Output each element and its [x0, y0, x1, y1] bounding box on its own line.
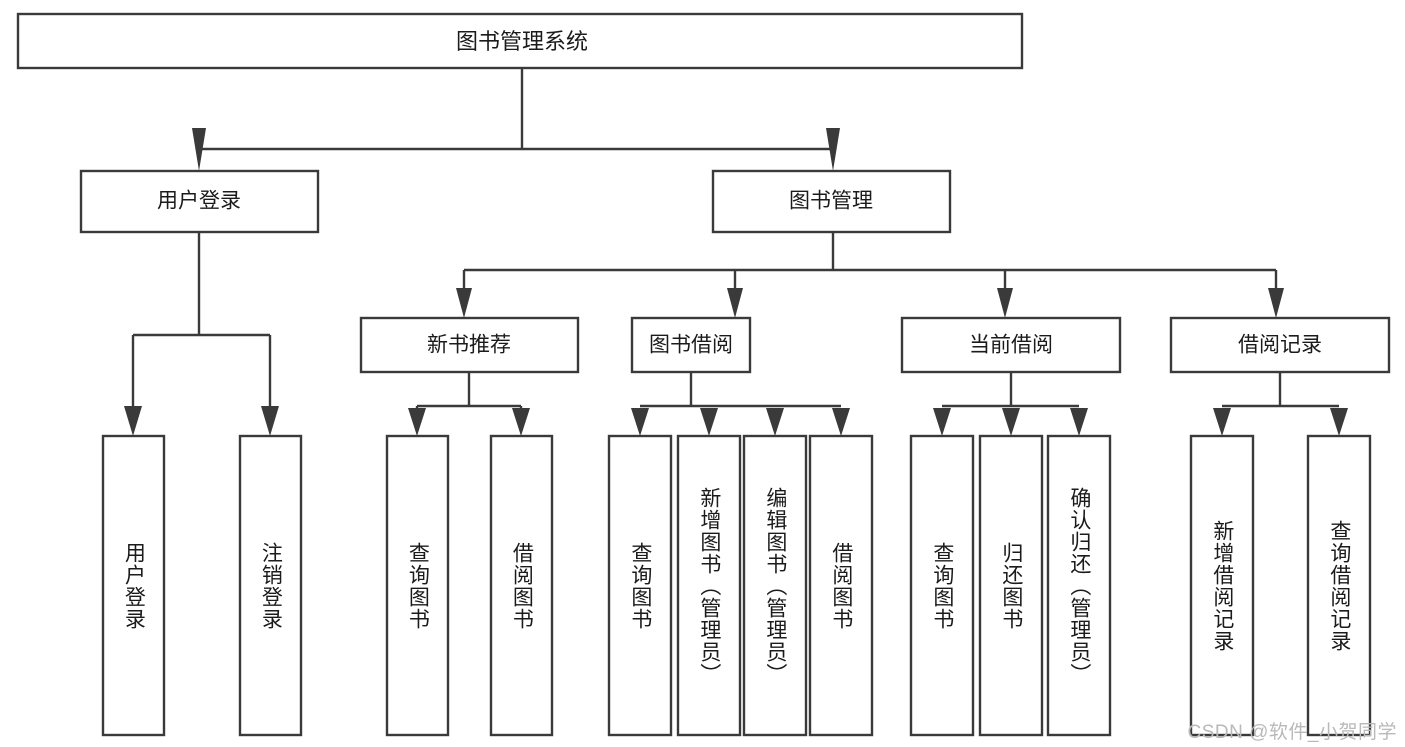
- arrow-head-leaf-query-book-1: [408, 408, 426, 436]
- arrow-head-leaf-query-record: [1330, 408, 1348, 436]
- node-root[interactable]: [16, 12, 1024, 70]
- node-book-borrow-label: 图书借阅: [649, 334, 733, 357]
- node-leaf-query-book-1[interactable]: [385, 434, 450, 737]
- node-leaf-edit-book[interactable]: [742, 434, 808, 737]
- node-new-book-recommend-label: 新书推荐: [427, 334, 511, 357]
- node-book-manage-label: 图书管理: [789, 190, 873, 213]
- arrow-head-leaf-user-login: [124, 406, 142, 436]
- arrow-head-book-manage: [826, 128, 840, 171]
- node-current-borrow-label: 当前借阅: [969, 334, 1053, 357]
- arrow-head-user-login: [192, 128, 206, 171]
- node-borrow-record[interactable]: [1169, 316, 1391, 374]
- node-leaf-borrow-book-1[interactable]: [489, 434, 554, 737]
- arrow-head-current-borrow: [997, 288, 1013, 318]
- node-book-manage[interactable]: [711, 169, 952, 234]
- node-leaf-borrow-book-2[interactable]: [808, 434, 874, 737]
- arrow-head-new-book-recommend: [456, 288, 472, 318]
- node-current-borrow[interactable]: [900, 316, 1122, 374]
- node-leaf-add-book[interactable]: [676, 434, 742, 737]
- node-borrow-record-label: 借阅记录: [1238, 334, 1322, 357]
- watermark: CSDN @软件_小贺同学: [1187, 722, 1397, 743]
- arrow-head-leaf-query-book-3: [933, 408, 951, 436]
- node-root-label: 图书管理系统: [456, 29, 588, 54]
- node-leaf-user-login[interactable]: [101, 434, 166, 737]
- arrow-head-leaf-borrow-book-2: [832, 408, 850, 436]
- node-leaf-query-record[interactable]: [1306, 434, 1372, 737]
- arrow-head-leaf-user-logout: [261, 406, 279, 436]
- arrow-head-leaf-borrow-book-1: [512, 408, 530, 436]
- arrow-head-leaf-add-book: [700, 408, 718, 436]
- node-leaf-confirm-return[interactable]: [1046, 434, 1112, 737]
- arrow-head-leaf-add-record: [1213, 408, 1231, 436]
- node-leaf-add-record[interactable]: [1189, 434, 1255, 737]
- arrow-head-leaf-query-book-2: [631, 408, 649, 436]
- arrow-head-leaf-confirm-return: [1070, 408, 1088, 436]
- arrow-head-borrow-record: [1268, 288, 1284, 318]
- arrow-head-leaf-return-book: [1002, 408, 1020, 436]
- node-new-book-recommend[interactable]: [359, 316, 580, 374]
- node-book-borrow[interactable]: [630, 316, 752, 374]
- node-leaf-return-book[interactable]: [978, 434, 1044, 737]
- node-layer: 图书管理系统 用户登录 图书管理 新书推荐 图书借阅 当前借阅 借阅记录: [16, 12, 1391, 737]
- connector-layer: [124, 68, 1348, 436]
- node-leaf-user-logout[interactable]: [238, 434, 303, 737]
- arrow-head-leaf-edit-book: [766, 408, 784, 436]
- arrow-head-book-borrow: [727, 288, 743, 318]
- node-user-login[interactable]: [79, 169, 320, 234]
- node-leaf-query-book-2[interactable]: [607, 434, 673, 737]
- node-user-login-label: 用户登录: [157, 190, 241, 213]
- node-leaf-query-book-3[interactable]: [909, 434, 975, 737]
